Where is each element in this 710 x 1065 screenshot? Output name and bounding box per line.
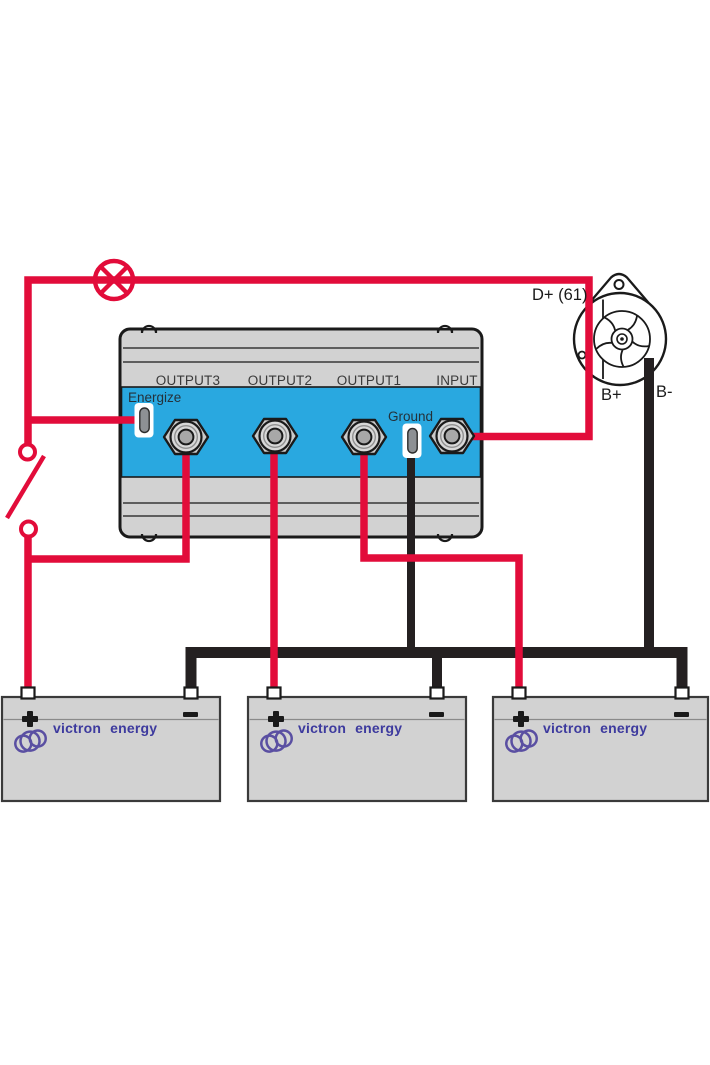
battery-posts: [20, 686, 690, 700]
positive-wires: [24, 276, 593, 692]
terminal-label-input: INPUT: [436, 373, 478, 388]
battery2-brand: victron energy: [298, 720, 403, 736]
wire-output1-to-battery3: [360, 444, 523, 692]
b-minus-label: B-: [656, 383, 673, 401]
negative-wires: [185, 358, 688, 694]
minus-mark: [429, 712, 444, 717]
d-plus-label: D+ (61): [532, 286, 588, 304]
wire-input-dplus-lamp: [24, 276, 593, 444]
b-plus-label: B+: [601, 386, 622, 404]
terminal-input: [428, 417, 476, 455]
minus-mark: [183, 712, 198, 717]
fan-spokes: [595, 315, 649, 367]
ground-slot: [402, 423, 422, 458]
alternator: [572, 272, 668, 387]
energize-switch: [5, 442, 46, 539]
plus-mark: [22, 711, 38, 727]
minus-mark: [674, 712, 689, 717]
terminal-output1: [340, 418, 388, 456]
terminal-output2: [251, 417, 299, 455]
battery3-brand: victron energy: [543, 720, 648, 736]
indicator-lamp-icon: [92, 258, 136, 302]
plus-mark: [513, 711, 529, 727]
terminal-label-output3: OUTPUT3: [155, 373, 221, 388]
energize-label: Energize: [128, 390, 182, 405]
terminal-output3: [162, 418, 210, 456]
battery-3: [491, 695, 710, 803]
ground-label: Ground: [388, 409, 434, 424]
battery-2: [246, 695, 468, 803]
battery-1: [0, 695, 222, 803]
terminal-label-output1: OUTPUT1: [336, 373, 402, 388]
energize-slot: [134, 403, 154, 438]
battery1-brand: victron energy: [53, 720, 158, 736]
mounting-notches: [140, 324, 454, 543]
plus-mark: [268, 711, 284, 727]
terminal-label-output2: OUTPUT2: [247, 373, 313, 388]
wire-output3: [28, 444, 190, 563]
